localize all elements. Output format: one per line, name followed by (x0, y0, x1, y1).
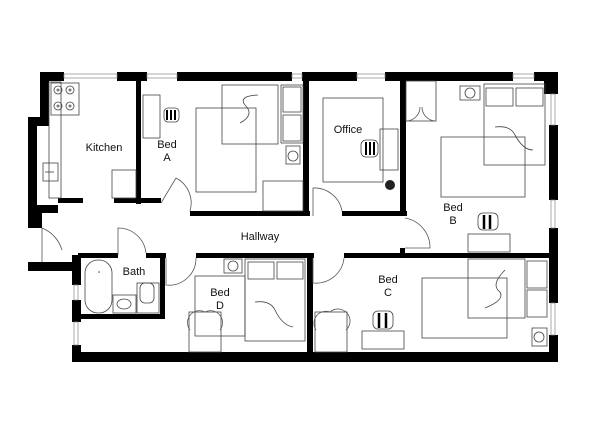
bed-a-label: Bed (157, 139, 177, 151)
room-label-bath: Bath (122, 266, 146, 278)
bed-c-label: Bed (378, 274, 398, 286)
bed-a-letter: A (163, 152, 171, 164)
room-label-bed-a: Bed A (152, 139, 182, 165)
bed-b-letter: B (449, 215, 457, 227)
room-label-bed-c: Bed C (373, 274, 403, 300)
bed-d-label: Bed (210, 287, 230, 299)
windows (63, 73, 556, 346)
bed-a-furniture (142, 84, 304, 212)
bed-b-label: Bed (443, 202, 463, 214)
bath-fixtures (84, 259, 160, 314)
bed-d-letter: D (216, 300, 224, 312)
bed-c-letter: C (384, 287, 392, 299)
room-label-office: Office (333, 124, 363, 136)
room-label-bed-d: Bed D (205, 287, 235, 313)
room-label-kitchen: Kitchen (85, 142, 123, 154)
office-furniture (322, 97, 399, 190)
bed-d-furniture (187, 258, 306, 353)
bed-b-furniture (405, 80, 546, 253)
doors (41, 177, 431, 286)
room-label-hallway: Hallway (240, 231, 280, 243)
bed-c-furniture (313, 258, 548, 353)
kitchen-fixtures (42, 81, 137, 199)
walls (28, 72, 558, 362)
room-label-bed-b: Bed B (438, 202, 468, 228)
